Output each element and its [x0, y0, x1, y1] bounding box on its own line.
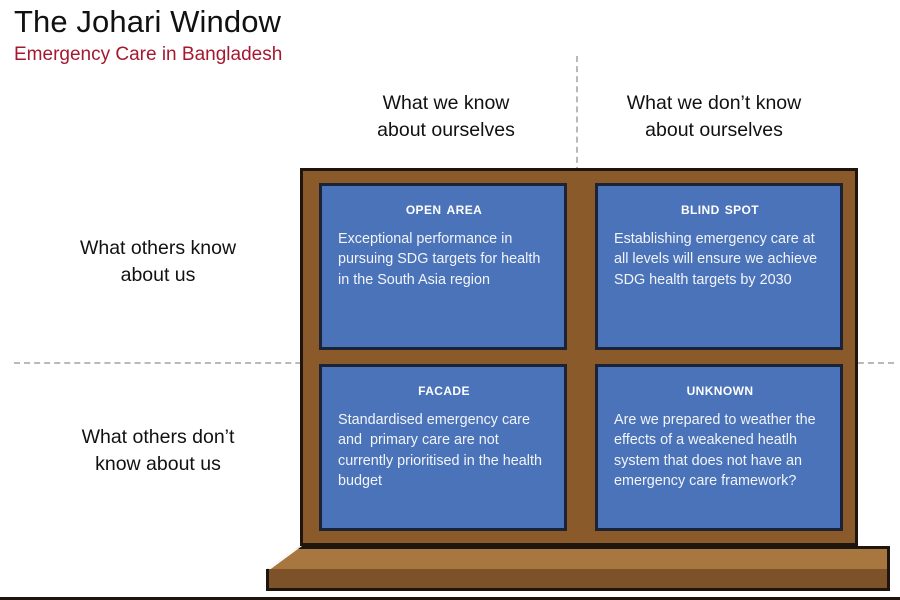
quadrant-unknown: Unknown Are we prepared to weather the e… — [595, 364, 843, 531]
quadrant-body-unknown: Are we prepared to weather the effects o… — [614, 412, 824, 490]
column-label-unknown-to-self: What we don’t know about ourselves — [626, 92, 802, 141]
quadrant-body-facade: Standardised emergency care and primary … — [338, 412, 546, 490]
quadrant-facade: Facade Standardised emergency care and p… — [319, 364, 567, 531]
window-frame: Open Area Exceptional performance in pur… — [300, 168, 858, 546]
quadrant-title-blind-spot: Blind Spot — [680, 199, 760, 218]
quadrant-title-facade: Facade — [418, 380, 470, 399]
page-title: The Johari Window — [14, 4, 282, 39]
quadrant-blind-spot: Blind Spot Establishing emergency care a… — [595, 183, 843, 350]
quadrant-title-open-area: Open Area — [405, 199, 483, 218]
title-block: The Johari Window Emergency Care in Bang… — [14, 2, 282, 67]
row-label-unknown-to-others: What others don’t know about us — [81, 426, 235, 475]
column-label-known-to-self: What we know about ourselves — [377, 92, 515, 141]
quadrant-title-unknown: Unknown — [686, 380, 754, 399]
window-sill-top-surface — [266, 546, 890, 570]
quadrant-body-open-area: Exceptional performance in pursuing SDG … — [338, 231, 545, 288]
row-label-known-to-others: What others know about us — [79, 237, 237, 286]
window-sill-front-face — [266, 569, 890, 591]
page-bottom-rule — [0, 597, 900, 600]
quadrant-open-area: Open Area Exceptional performance in pur… — [319, 183, 567, 350]
page-subtitle: Emergency Care in Bangladesh — [14, 44, 283, 65]
quadrant-body-blind-spot: Establishing emergency care at all level… — [614, 231, 822, 288]
